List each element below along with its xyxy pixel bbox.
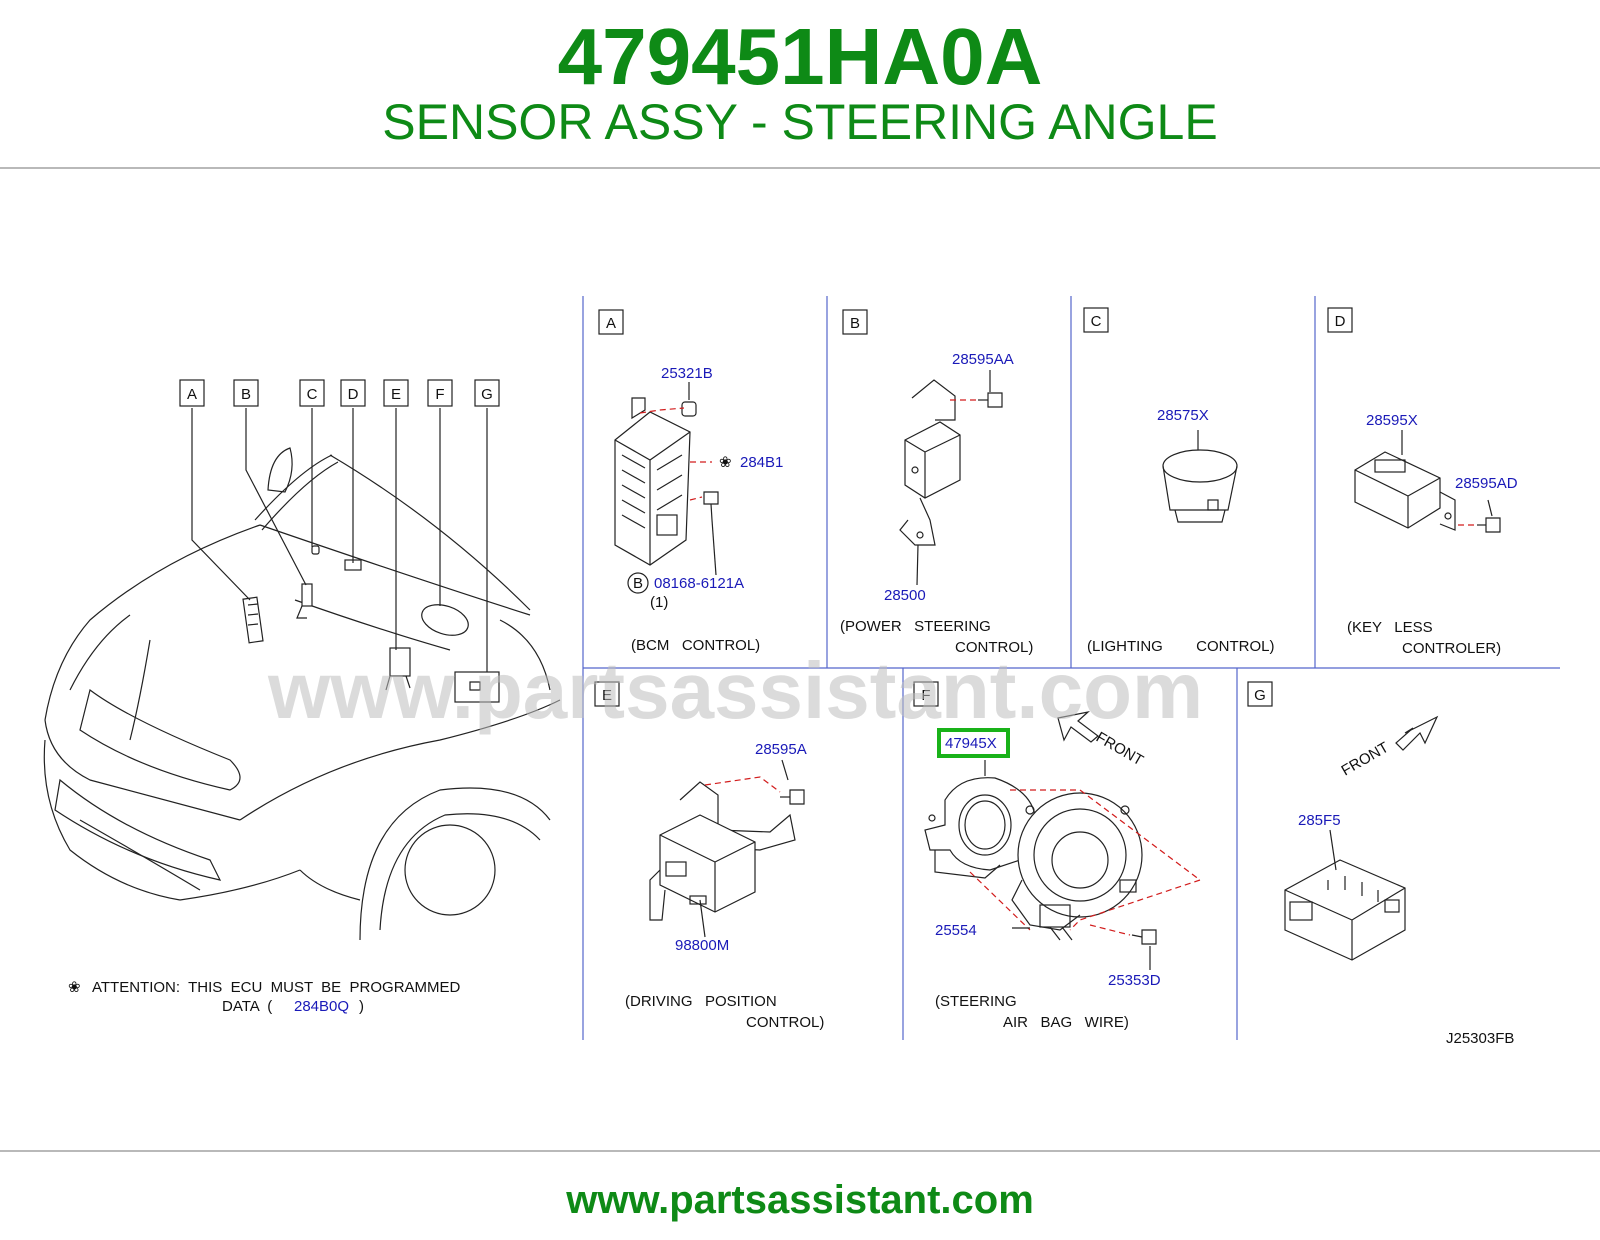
panel-f-caption-line2: AIR BAG WIRE) bbox=[1003, 1014, 1129, 1031]
car-overview-drawing bbox=[43, 447, 561, 941]
diagram-label: B bbox=[241, 386, 251, 403]
diagram-label: G bbox=[1254, 687, 1266, 704]
watermark-text: www.partsassistant.com bbox=[267, 646, 1203, 735]
panel-e-letter-box bbox=[594, 681, 620, 707]
footer-website-link[interactable]: www.partsassistant.com bbox=[566, 1178, 1034, 1222]
panel-e-caption-line1: (DRIVING POSITION bbox=[625, 993, 777, 1010]
panel-a: A 25321B ❀ 284B1 B 08168-6121A (1) (BCM … bbox=[598, 309, 783, 654]
diagram-label: F bbox=[435, 386, 444, 403]
part-link-28595aa[interactable]: 28595AA bbox=[952, 351, 1014, 368]
front-arrow-icon bbox=[1057, 710, 1099, 743]
bcm-unit-drawing bbox=[614, 397, 719, 566]
panel-b-caption-line2: CONTROL) bbox=[955, 639, 1033, 656]
panel-d: D 28595X 28595AD (KEY LESS CONTROLER) bbox=[1327, 307, 1518, 657]
panel-c-caption: (LIGHTING CONTROL) bbox=[1087, 638, 1275, 655]
highlighted-part-box bbox=[937, 728, 1010, 758]
overview-callout-d[interactable]: D bbox=[340, 379, 366, 407]
diagram-label: F bbox=[921, 687, 930, 704]
part-link-285f5[interactable]: 285F5 bbox=[1298, 812, 1341, 829]
programmable-symbol-icon: ❀ bbox=[719, 454, 732, 471]
overview-callout-b[interactable]: B bbox=[233, 379, 259, 407]
attention-data-suffix: ) bbox=[359, 998, 364, 1015]
diagram-label: G bbox=[481, 386, 493, 403]
part-link-28595x[interactable]: 28595X bbox=[1366, 412, 1418, 429]
panel-c-letter-box bbox=[1083, 307, 1109, 333]
attention-text: ATTENTION: THIS ECU MUST BE PROGRAMMED bbox=[92, 979, 461, 996]
part-link-284b1[interactable]: 284B1 bbox=[740, 454, 783, 471]
panel-b-caption-line1: (POWER STEERING bbox=[840, 618, 991, 635]
panel-f-letter-box bbox=[913, 681, 939, 707]
part-link-47945x-highlighted[interactable]: 47945X bbox=[945, 735, 997, 752]
overview-callout-f[interactable]: F bbox=[427, 379, 453, 407]
attention-data-prefix: DATA ( bbox=[222, 998, 272, 1015]
panel-a-caption: (BCM CONTROL) bbox=[631, 637, 760, 654]
panel-e-caption-line2: CONTROL) bbox=[746, 1014, 824, 1031]
panel-f-caption-line1: (STEERING bbox=[935, 993, 1017, 1010]
attention-symbol-icon: ❀ bbox=[68, 979, 81, 996]
panel-f: F FRONT 47945X bbox=[913, 681, 1201, 1031]
overview-callout-g[interactable]: G bbox=[474, 379, 500, 407]
drawing-code: J25303FB bbox=[1446, 1030, 1514, 1047]
panel-d-caption-line1: (KEY LESS bbox=[1347, 619, 1433, 636]
panel-e: E 28595A 98800M (DRIVING POSITION CONTRO… bbox=[594, 681, 824, 1031]
overview-leader-lines bbox=[191, 408, 488, 672]
part-link-08168-6121a[interactable]: 08168-6121A bbox=[654, 575, 744, 592]
overview-callout-e[interactable]: E bbox=[383, 379, 409, 407]
part-link-25353d[interactable]: 25353D bbox=[1108, 972, 1161, 989]
spiral-cable-drawing bbox=[1011, 792, 1157, 945]
part-link-28595ad[interactable]: 28595AD bbox=[1455, 475, 1518, 492]
part-link-25554[interactable]: 25554 bbox=[935, 922, 977, 939]
footer-divider bbox=[0, 1150, 1600, 1152]
diagram-label: B bbox=[850, 315, 860, 332]
diagram-label: D bbox=[348, 386, 359, 403]
panel-d-letter-box bbox=[1327, 307, 1353, 333]
panel-g: G FRONT 285F5 bbox=[1247, 681, 1439, 961]
attention-data-part-link[interactable]: 284B0Q bbox=[294, 998, 349, 1015]
part-link-25321b[interactable]: 25321B bbox=[661, 365, 713, 382]
overview-callout-a[interactable]: A bbox=[179, 379, 205, 407]
diagram-label: C bbox=[307, 386, 318, 403]
attention-note: ❀ ATTENTION: THIS ECU MUST BE PROGRAMMED… bbox=[68, 979, 461, 1015]
diagram-label: B bbox=[633, 575, 643, 592]
front-arrow-g-icon bbox=[1395, 715, 1439, 751]
driving-position-unit-drawing bbox=[649, 781, 805, 921]
panel-c: C 28575X (LIGHTING CONTROL) bbox=[1083, 307, 1275, 655]
keyless-controller-drawing bbox=[1354, 451, 1501, 533]
diagram-label: D bbox=[1335, 313, 1346, 330]
diagram-label: C bbox=[1091, 313, 1102, 330]
diagram-label: A bbox=[187, 386, 197, 403]
panel-d-caption-line2: CONTROLER) bbox=[1402, 640, 1501, 657]
panel-b: B 28595AA 28500 (POWER STEERING CONTROL) bbox=[840, 309, 1033, 656]
unit-285f5-drawing bbox=[1284, 859, 1406, 961]
diagram-label: E bbox=[602, 687, 612, 704]
part-link-28595a[interactable]: 28595A bbox=[755, 741, 807, 758]
panel-a-letter-box bbox=[598, 309, 624, 335]
part-link-28500[interactable]: 28500 bbox=[884, 587, 926, 604]
panel-b-letter-box bbox=[842, 309, 868, 335]
part-link-28575x[interactable]: 28575X bbox=[1157, 407, 1209, 424]
diagram-label: E bbox=[391, 386, 401, 403]
header-divider bbox=[0, 167, 1600, 169]
overview-callout-c[interactable]: C bbox=[299, 379, 325, 407]
part-link-98800m[interactable]: 98800M bbox=[675, 937, 729, 954]
power-steering-unit-drawing bbox=[899, 379, 1003, 546]
lighting-sensor-drawing bbox=[1162, 449, 1238, 523]
panel-g-letter-box bbox=[1247, 681, 1273, 707]
part-number-title: 479451HA0A bbox=[557, 12, 1043, 101]
steering-angle-sensor-drawing bbox=[924, 777, 1036, 879]
page-header: 479451HA0A SENSOR ASSY - STEERING ANGLE bbox=[0, 0, 1600, 170]
panel-a-qty: (1) bbox=[650, 594, 668, 611]
panel-dividers bbox=[582, 296, 1560, 1040]
diagram-label: A bbox=[606, 315, 616, 332]
part-name-subtitle: SENSOR ASSY - STEERING ANGLE bbox=[382, 94, 1218, 150]
bolt-b-symbol-icon bbox=[627, 572, 649, 594]
overview-callouts: A B C D E F G bbox=[179, 379, 500, 407]
panel-g-front-label: FRONT bbox=[1339, 739, 1392, 780]
